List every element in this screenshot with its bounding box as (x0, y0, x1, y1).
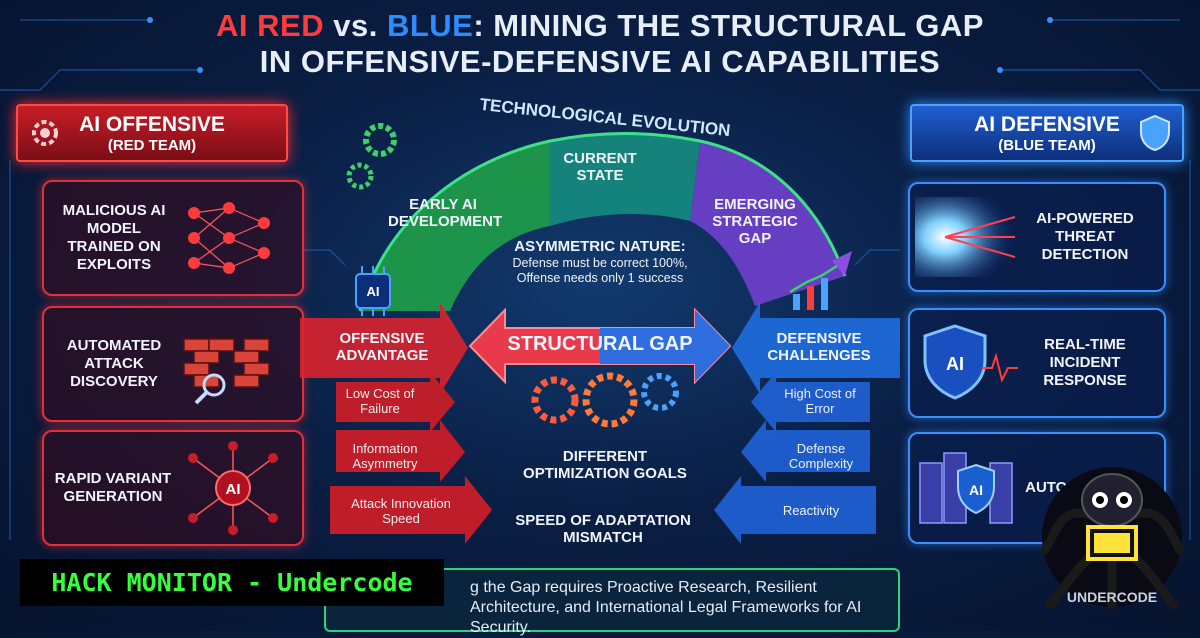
red-item-info-asymmetry: Information Asymmetry (352, 441, 418, 471)
red-card-label: MALICIOUS AI MODEL TRAINED ON EXPLOITS (62, 202, 166, 273)
blue-card-incident-response: AI REAL-TIME INCIDENT RESPONSE (908, 308, 1166, 418)
red-card-rapid-variant: RAPID VARIANT GENERATION AI (42, 430, 304, 546)
undercode-logo-icon: UNDERCODE (1040, 467, 1185, 610)
broken-wall-icon (183, 338, 270, 405)
ai-virus-label: AI (226, 481, 241, 498)
server-shield-icon: AI (919, 452, 1013, 524)
asymmetric-title: ASYMMETRIC NATURE: (514, 238, 686, 255)
red-card-malicious-model: MALICIOUS AI MODEL TRAINED ON EXPLOITS (42, 180, 304, 296)
structural-gap-label: STRUCTURAL GAP (507, 333, 693, 355)
red-card-label: AUTOMATED ATTACK DISCOVERY (66, 337, 162, 390)
ai-chip-label: AI (367, 284, 380, 299)
blue-team-title: AI DEFENSIVE (974, 112, 1120, 136)
red-team-title: AI OFFENSIVE (79, 112, 225, 136)
green-gears-icon (346, 123, 397, 190)
page-title-line1: AI RED vs. BLUE: MINING THE STRUCTURAL G… (0, 8, 1200, 44)
blue-shield-icon (1140, 114, 1170, 152)
hack-monitor-watermark: HACK MONITOR - Undercode (20, 559, 444, 606)
red-item-attack-speed: Attack Innovation Speed (351, 496, 451, 526)
red-team-subtitle: (RED TEAM) (107, 136, 197, 154)
title-blue: BLUE (386, 8, 474, 43)
ai-shield-label: AI (946, 354, 964, 374)
ai-chip-icon: AI (355, 266, 391, 316)
page-title-line2: IN OFFENSIVE-DEFENSIVE AI CAPABILITIES (259, 44, 941, 79)
blue-team-subtitle: (BLUE TEAM) (998, 136, 1096, 154)
blue-item-high-cost: High Cost of Error (784, 386, 856, 416)
title-vs: vs. (324, 8, 387, 43)
light-burst-icon (915, 197, 1016, 277)
neural-network-icon (188, 202, 270, 274)
undercode-brand: UNDERCODE (1067, 589, 1157, 605)
red-card-automated-discovery: AUTOMATED ATTACK DISCOVERY (42, 306, 304, 422)
growth-chart-icon (789, 264, 838, 310)
early-ai-label: EARLY AI DEVELOPMENT (388, 196, 503, 230)
blue-card-threat-detection: AI-POWERED THREAT DETECTION (908, 182, 1166, 292)
blue-card-label: AI-POWERED THREAT DETECTION (1036, 210, 1134, 263)
title-red: AI RED (216, 8, 325, 43)
blue-card-label: REAL-TIME INCIDENT RESPONSE (1043, 336, 1127, 389)
emerging-gap-label: EMERGING STRATEGIC GAP (712, 196, 798, 247)
red-team-header: AI OFFENSIVE (RED TEAM) (16, 104, 288, 162)
red-gear-icon (32, 120, 58, 146)
defensive-challenges-label: DEFENSIVE CHALLENGES (767, 330, 871, 364)
ai-shield-icon: AI (923, 324, 1018, 400)
red-item-low-cost: Low Cost of Failure (345, 386, 415, 416)
red-card-label: RAPID VARIANT GENERATION (54, 470, 172, 505)
asymmetric-line1: Defense must be correct 100%, (512, 256, 688, 270)
title-rest: : MINING THE STRUCTURAL GAP (473, 8, 984, 43)
arrows-layer (300, 302, 900, 544)
optimization-goals-label: DIFFERENT OPTIMIZATION GOALS (523, 448, 687, 482)
server-shield-label: AI (969, 482, 983, 498)
ai-virus-icon: AI (188, 441, 278, 535)
current-state-label: CURRENT STATE (563, 150, 637, 184)
evolution-arc (358, 132, 852, 312)
blue-item-reactivity: Reactivity (782, 503, 840, 518)
speed-mismatch-label: SPEED OF ADAPTATION MISMATCH (515, 512, 691, 546)
blue-item-complexity: Defense Complexity (788, 441, 854, 471)
blue-team-header: AI DEFENSIVE (BLUE TEAM) (910, 104, 1184, 162)
asymmetric-line2: Offense needs only 1 success (516, 271, 684, 285)
conclusion-text: g the Gap requires Proactive Research, R… (470, 579, 862, 636)
offensive-advantage-label: OFFENSIVE ADVANTAGE (335, 330, 429, 364)
